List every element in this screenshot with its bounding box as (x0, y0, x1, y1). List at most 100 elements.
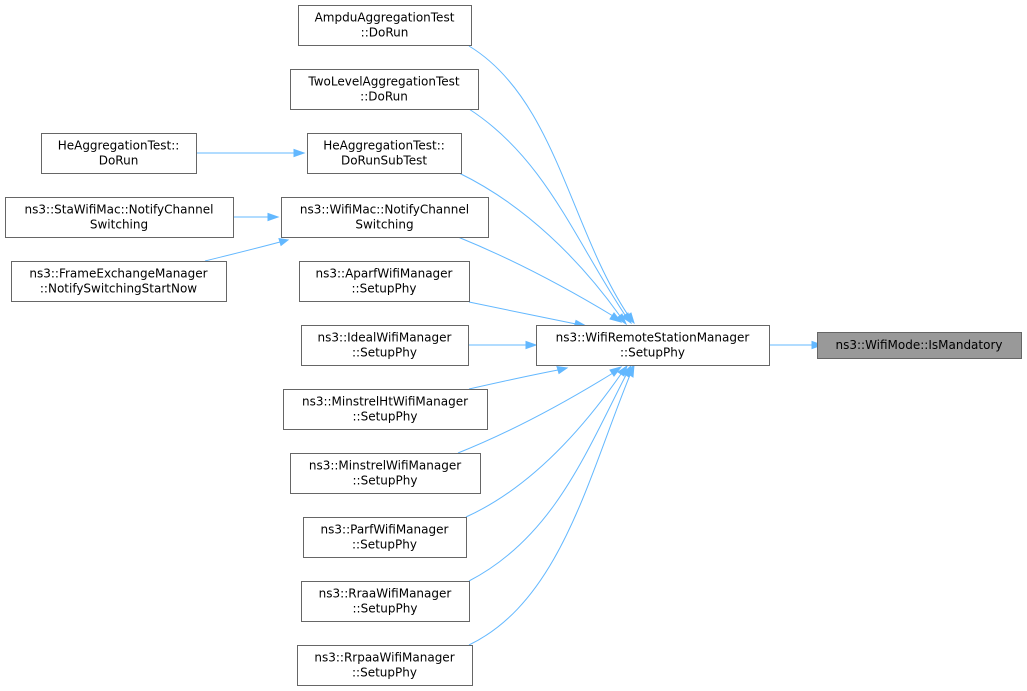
edge-line (468, 301, 577, 325)
node-label-line: ns3::FrameExchangeManager (29, 267, 207, 281)
node-box[interactable] (41, 133, 197, 174)
edge-n13-to-n1 (465, 364, 628, 518)
node-label-line: ns3::MinstrelWifiManager (309, 459, 461, 473)
edge-n6-to-n1 (457, 236, 623, 323)
edge-n11-to-n1 (468, 365, 569, 390)
node-label-line: ::SetupPhy (352, 666, 417, 680)
node-label-line: ns3::RrpaaWifiManager (314, 651, 454, 665)
node-box[interactable] (290, 453, 481, 494)
node-label-line: AmpduAggregationTest (315, 11, 455, 25)
edge-line (465, 373, 622, 518)
node-label-line: ns3::RraaWifiManager (319, 587, 452, 601)
graph-node-n2[interactable]: AmpduAggregationTest::DoRun (298, 5, 472, 46)
node-label-line: DoRun (99, 154, 139, 168)
graph-node-n1[interactable]: ns3::WifiRemoteStationManager::SetupPhy (536, 325, 770, 366)
node-box[interactable] (307, 133, 462, 174)
node-label-line: ns3::WifiMac::NotifyChannel (300, 203, 469, 217)
node-box[interactable] (299, 261, 470, 302)
node-label-line: HeAggregationTest:: (58, 139, 180, 153)
edge-arrowhead (621, 312, 632, 325)
node-label-line: HeAggregationTest:: (323, 139, 445, 153)
edge-n4-to-n1 (458, 172, 628, 326)
node-label-line: TwoLevelAggregationTest (307, 75, 460, 89)
edge-n12-to-n1 (457, 366, 623, 454)
node-label-line: ::DoRun (361, 26, 409, 40)
edge-n14-to-n1 (468, 364, 632, 582)
node-label-line: ns3::WifiMode::IsMandatory (835, 338, 1002, 352)
edge-arrowhead (278, 237, 290, 247)
edge-arrowhead (293, 148, 306, 158)
edge-line (468, 45, 629, 316)
graph-node-n10[interactable]: ns3::IdealWifiManager::SetupPhy (301, 325, 469, 366)
graph-node-n8[interactable]: ns3::FrameExchangeManager::NotifySwitchi… (11, 261, 227, 302)
node-label-line: ns3::WifiRemoteStationManager (556, 331, 750, 345)
node-label-line: Switching (355, 218, 413, 232)
edge-arrowhead (626, 363, 635, 378)
edge-line (468, 374, 631, 646)
node-label-line: ::DoRun (360, 90, 408, 104)
node-label-line: ns3::ParfWifiManager (321, 523, 449, 537)
graph-node-n15[interactable]: ns3::RrpaaWifiManager::SetupPhy (297, 645, 473, 686)
edge-n8-to-n6 (204, 237, 290, 262)
node-box[interactable] (303, 517, 467, 558)
node-label-line: ::NotifySwitchingStartNow (40, 282, 197, 296)
edges-layer (196, 45, 824, 646)
edge-n5-to-n4 (196, 148, 306, 158)
node-box[interactable] (536, 325, 770, 366)
edge-n15-to-n1 (468, 363, 635, 646)
edge-n1-to-n0 (768, 340, 824, 350)
node-label-line: ::SetupPhy (353, 410, 418, 424)
node-box[interactable] (11, 261, 227, 302)
node-label-line: Switching (90, 218, 148, 232)
edge-line (468, 369, 559, 390)
node-box[interactable] (301, 325, 469, 366)
edge-line (457, 236, 614, 317)
graph-node-n14[interactable]: ns3::RraaWifiManager::SetupPhy (301, 581, 470, 622)
node-box[interactable] (281, 197, 489, 238)
node-box[interactable] (5, 197, 234, 238)
node-label-line: ns3::MinstrelHtWifiManager (302, 395, 468, 409)
edge-arrowhead (267, 212, 280, 222)
node-box[interactable] (301, 581, 470, 622)
graph-node-n9[interactable]: ns3::AparfWifiManager::SetupPhy (299, 261, 470, 302)
node-label-line: ::SetupPhy (352, 282, 417, 296)
edge-line (458, 172, 621, 317)
edge-line (204, 241, 281, 262)
edge-arrowhead (616, 313, 628, 326)
node-label-line: ::SetupPhy (352, 538, 417, 552)
edge-arrowhead (525, 340, 538, 350)
nodes-layer: ns3::WifiMode::IsMandatory ns3::WifiRemot… (5, 5, 1022, 686)
graph-node-n12[interactable]: ns3::MinstrelWifiManager::SetupPhy (290, 453, 481, 494)
node-label-line: ::SetupPhy (353, 474, 418, 488)
graph-node-n5[interactable]: HeAggregationTest::DoRun (41, 133, 197, 174)
edge-line (457, 372, 614, 454)
edge-line (468, 108, 626, 316)
graph-node-n4[interactable]: HeAggregationTest::DoRunSubTest (307, 133, 462, 174)
edge-arrowhead (609, 312, 623, 323)
node-box[interactable] (283, 389, 488, 430)
edge-n10-to-n1 (467, 340, 538, 350)
node-label-line: DoRunSubTest (341, 154, 427, 168)
graph-node-n3[interactable]: TwoLevelAggregationTest::DoRun (290, 69, 479, 110)
node-label-line: ns3::IdealWifiManager (318, 331, 452, 345)
graph-node-n13[interactable]: ns3::ParfWifiManager::SetupPhy (303, 517, 467, 558)
edge-arrowhead (609, 366, 623, 377)
graph-node-n0[interactable]: ns3::WifiMode::IsMandatory (817, 332, 1022, 359)
node-box[interactable] (297, 645, 473, 686)
edge-n9-to-n1 (468, 301, 588, 329)
node-label-line: ns3::AparfWifiManager (315, 267, 452, 281)
graph-node-n11[interactable]: ns3::MinstrelHtWifiManager::SetupPhy (283, 389, 488, 430)
edge-n7-to-n6 (233, 212, 280, 222)
node-label-line: ns3::StaWifiMac::NotifyChannel (25, 203, 214, 217)
target-node-box[interactable] (817, 332, 1022, 359)
node-label-line: ::SetupPhy (353, 602, 418, 616)
edge-line (468, 374, 627, 582)
node-label-line: ::SetupPhy (620, 346, 685, 360)
node-box[interactable] (290, 69, 479, 110)
node-box[interactable] (298, 5, 472, 46)
edge-arrowhead (556, 365, 569, 375)
edge-n3-to-n1 (468, 108, 632, 325)
